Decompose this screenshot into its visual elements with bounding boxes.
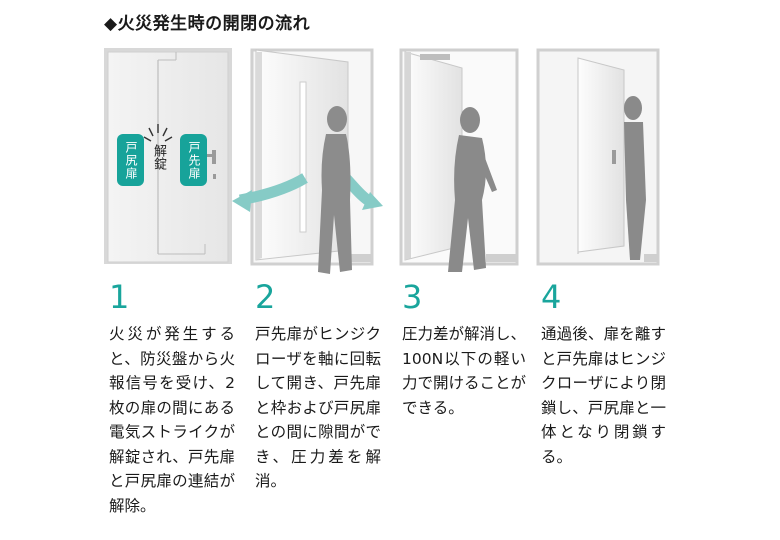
label-unlock: 解錠 [151, 144, 166, 170]
panel-3-door-open [399, 48, 519, 272]
panel-2-door-opening [232, 48, 383, 274]
step-2-text: 戸先扉がヒンジクローザを軸に回転して開き、戸先扉と枠および戸尻扉との間に隙間がで… [255, 325, 381, 490]
person-silhouette [448, 107, 497, 272]
step-4-text: 通過後、扉を離すと戸先扉はヒンジクローザにより閉鎖し、戸尻扉と一体となり閉鎖する… [541, 325, 666, 466]
step-4-number: 4 [541, 278, 562, 316]
step-2-number: 2 [255, 278, 276, 316]
step-1-text: 火災が発生すると、防災盤から火報信号を受け、2枚の扉の間にある電気ストライクが解… [109, 325, 235, 515]
step-3-text: 圧力差が解消し、100N以下の軽い力で開けることができる。 [402, 325, 527, 417]
step-3-number: 3 [402, 278, 423, 316]
step-1-number: 1 [109, 278, 130, 316]
label-tosaki-badge: 戸先扉 [180, 134, 207, 186]
person-silhouette [318, 106, 352, 274]
panel-4-door-closing [536, 48, 660, 266]
label-tojiri-badge: 戸尻扉 [117, 134, 144, 186]
diagram-title: ◆火災発生時の開閉の流れ [104, 14, 311, 34]
person-silhouette [624, 96, 646, 260]
unlock-sparkle-icon [143, 124, 173, 142]
